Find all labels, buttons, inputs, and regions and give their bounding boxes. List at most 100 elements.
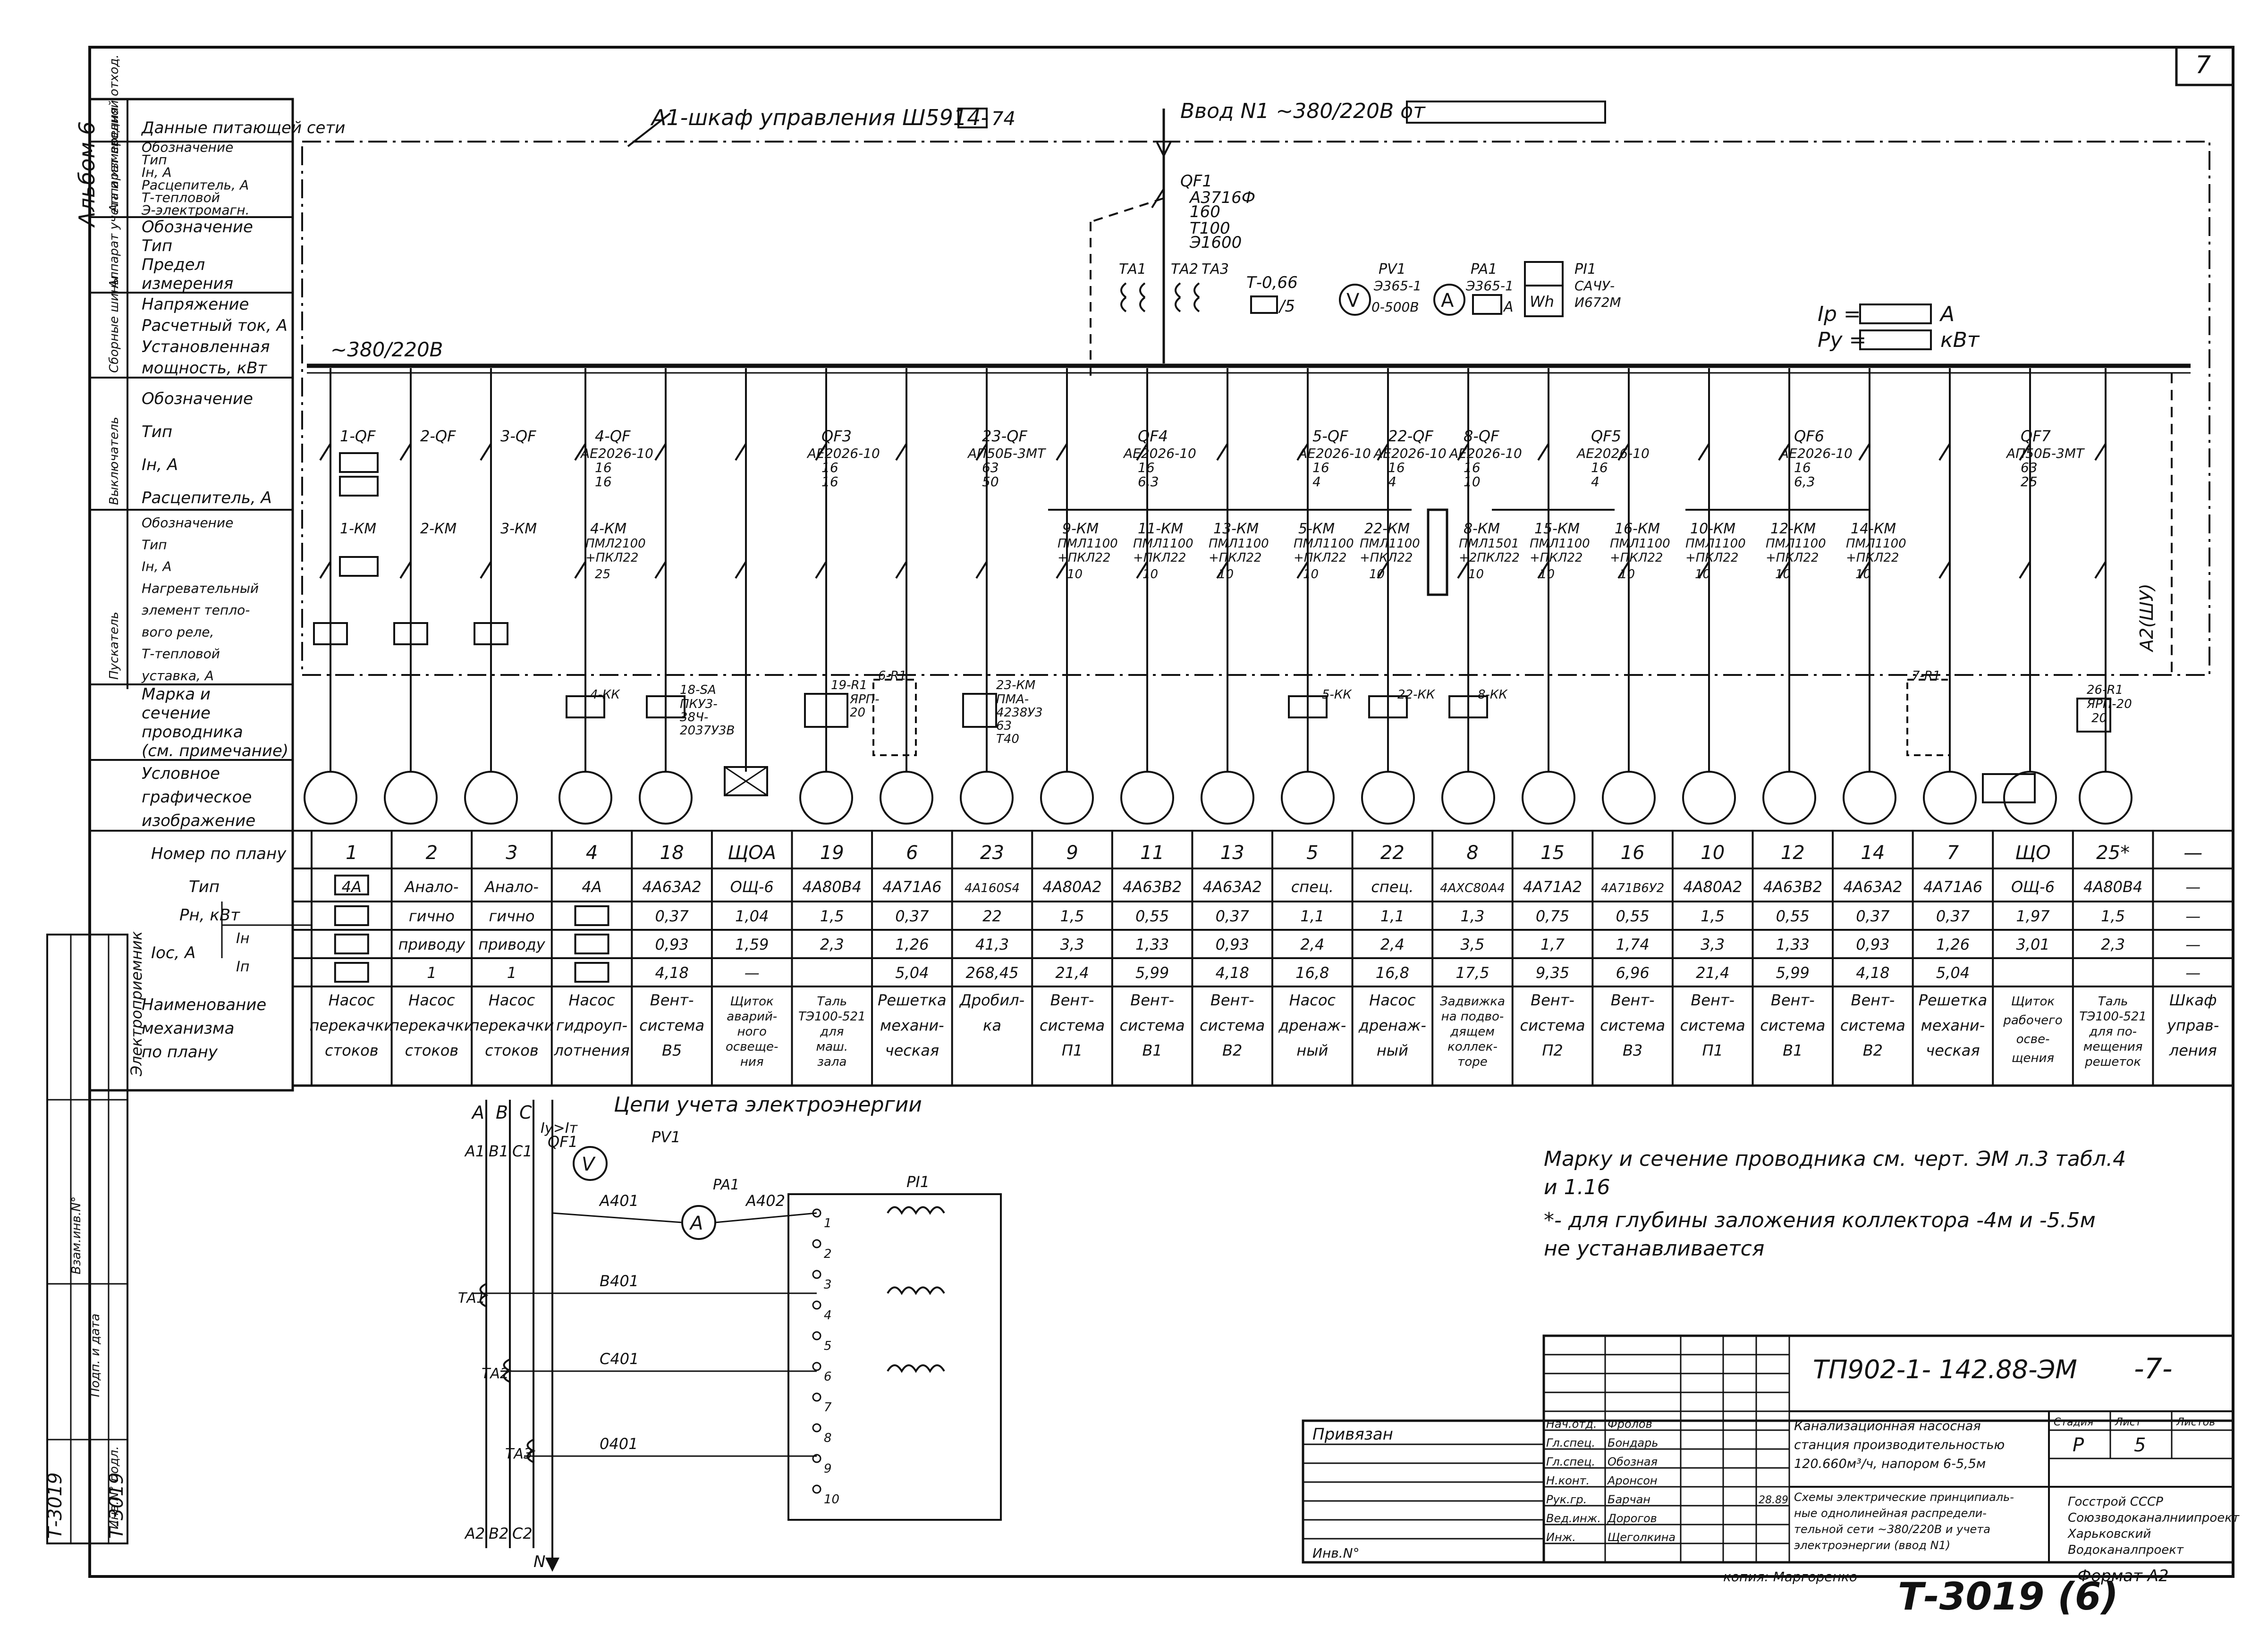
header-row-label: вого реле, [142, 624, 214, 640]
cell-in: 1,74 [1616, 935, 1650, 953]
cell-plan: 12 [1781, 842, 1805, 864]
cell-name: Вент- [1611, 991, 1655, 1009]
cell-ip: 268,45 [965, 964, 1018, 982]
consumer-symbol [2003, 771, 2057, 825]
cell-type: 4А80А2 [1042, 878, 1101, 896]
blank-box [334, 875, 369, 895]
cell-name: для [820, 1025, 844, 1039]
thermal-relay [646, 695, 685, 718]
starter-contact [1216, 561, 1228, 579]
breaker-contact [1617, 443, 1630, 461]
starter-contact [2094, 561, 2107, 579]
breaker-in: 16 [1312, 460, 1329, 475]
breaker-name: 22-QF [1388, 427, 1433, 445]
cell-name: Насос [1369, 991, 1416, 1009]
starter-extra: +ПКЛ22 [1360, 551, 1413, 565]
copy-label: копия: Маргоренко [1723, 1569, 1857, 1584]
field-device-label: Т40 [996, 732, 1019, 746]
consumer-symbol [559, 771, 612, 825]
phase-label: С [519, 1102, 532, 1123]
name-label: Обозная [1608, 1455, 1658, 1468]
wire-label: 0401 [600, 1435, 638, 1453]
cell-type: 4А [582, 878, 601, 896]
cell-name: рабочего [2003, 1013, 2062, 1028]
breaker-type: АЕ2026-10 [1373, 446, 1447, 461]
cell-name: ный [1296, 1042, 1328, 1060]
cell-type: Анало- [484, 878, 539, 896]
breaker-in: 16 [1794, 460, 1811, 475]
qf1-label: Э1600 [1189, 233, 1242, 252]
starter-type: ПМЛ1100 [1846, 537, 1906, 551]
cell-pn: 1,5 [2101, 907, 2125, 925]
cell-in: 41,3 [975, 935, 1009, 953]
consumer-symbol [1361, 771, 1415, 825]
qf1-label: Т100 [1190, 219, 1230, 238]
cell-ip: 1 [507, 964, 516, 982]
starter-type: ПМЛ1100 [1530, 537, 1590, 551]
wire [715, 1212, 817, 1223]
header-name: механизма [142, 1019, 234, 1038]
breaker-release: 16 [595, 474, 612, 489]
starter-in: 10 [1855, 567, 1871, 582]
cell-name: освеще- [726, 1040, 778, 1054]
starter-name: 4-КМ [590, 521, 626, 537]
header-row-label: Т-тепловой [142, 190, 220, 205]
breaker-in: 16 [821, 460, 838, 475]
header-row-label: Т-тепловой [142, 646, 220, 662]
header-group-label: Сборные шины [107, 275, 121, 373]
header-row-label: Нагревательный [142, 581, 259, 596]
sheet-number-box [2175, 46, 2234, 86]
starter-contact [1056, 561, 1068, 579]
sheets-label: Листов [2176, 1416, 2215, 1428]
meter-coil [887, 1206, 945, 1215]
cell-plan: 15 [1540, 842, 1565, 864]
field-device [804, 693, 848, 728]
input-feeder [1090, 109, 1173, 378]
header-row-label: Тип [142, 537, 167, 552]
cell-name: дренаж- [1278, 1016, 1346, 1034]
starter-contact [319, 561, 331, 579]
sheet-title-line: ные однолинейная распредели- [1794, 1507, 1987, 1520]
header-row-label: (см. примечание) [142, 742, 288, 760]
breaker-type: АЕ2026-10 [1576, 446, 1650, 461]
starter-contact [1778, 561, 1790, 579]
starter-extra: +2ПКЛ22 [1459, 551, 1520, 565]
field-device-label: 2037У3В [680, 724, 735, 738]
cell-ip: 21,4 [1696, 964, 1729, 982]
header-group-label: Аппарат вводной отход. [107, 54, 121, 213]
starter-type: ПМЛ2100 [585, 537, 646, 551]
starter-contact [735, 561, 747, 579]
iat-label: Iу>Iт [541, 1120, 578, 1137]
thermal-relay [566, 695, 605, 718]
cell-name: система [1600, 1016, 1665, 1034]
cell-pn: гично [489, 907, 534, 925]
starter-in: 10 [1775, 567, 1791, 582]
starter-name: 22-КМ [1364, 521, 1410, 537]
cell-ip: 4,18 [1856, 964, 1889, 982]
starter-in: 10 [1369, 567, 1385, 582]
pv-label: PV1 [1379, 261, 1406, 278]
breaker-type: АЕ2026-10 [806, 446, 880, 461]
pu-label: Ру = [1818, 328, 1866, 352]
cell-pn: 0,37 [655, 907, 689, 925]
org-line: Союзводоканалниипроект [2068, 1511, 2240, 1525]
qf1-label: QF1 [1180, 172, 1212, 191]
svg-text:A: A [1441, 290, 1454, 312]
header-row-label: Тип [142, 236, 172, 255]
starter-extra: +ПКЛ22 [1209, 551, 1261, 565]
cell-name: система [1760, 1016, 1825, 1034]
cell-name: ный [1377, 1042, 1408, 1060]
cell-name: лотнения [553, 1042, 629, 1060]
header-row-label: Данные питающей сети [141, 118, 345, 137]
cell-type: 4А [342, 878, 362, 896]
pv-label: 0-500В [1371, 299, 1419, 315]
cell-in: 2,4 [1380, 935, 1405, 953]
breaker-in: 16 [1138, 460, 1155, 475]
breaker-contact [1457, 443, 1469, 461]
cell-plan: 16 [1621, 842, 1645, 864]
starter-extra: +ПКЛ22 [585, 551, 638, 565]
meter-ta-label: ТА2 [482, 1365, 509, 1382]
org-line: Госстрой СССР [2068, 1495, 2163, 1509]
